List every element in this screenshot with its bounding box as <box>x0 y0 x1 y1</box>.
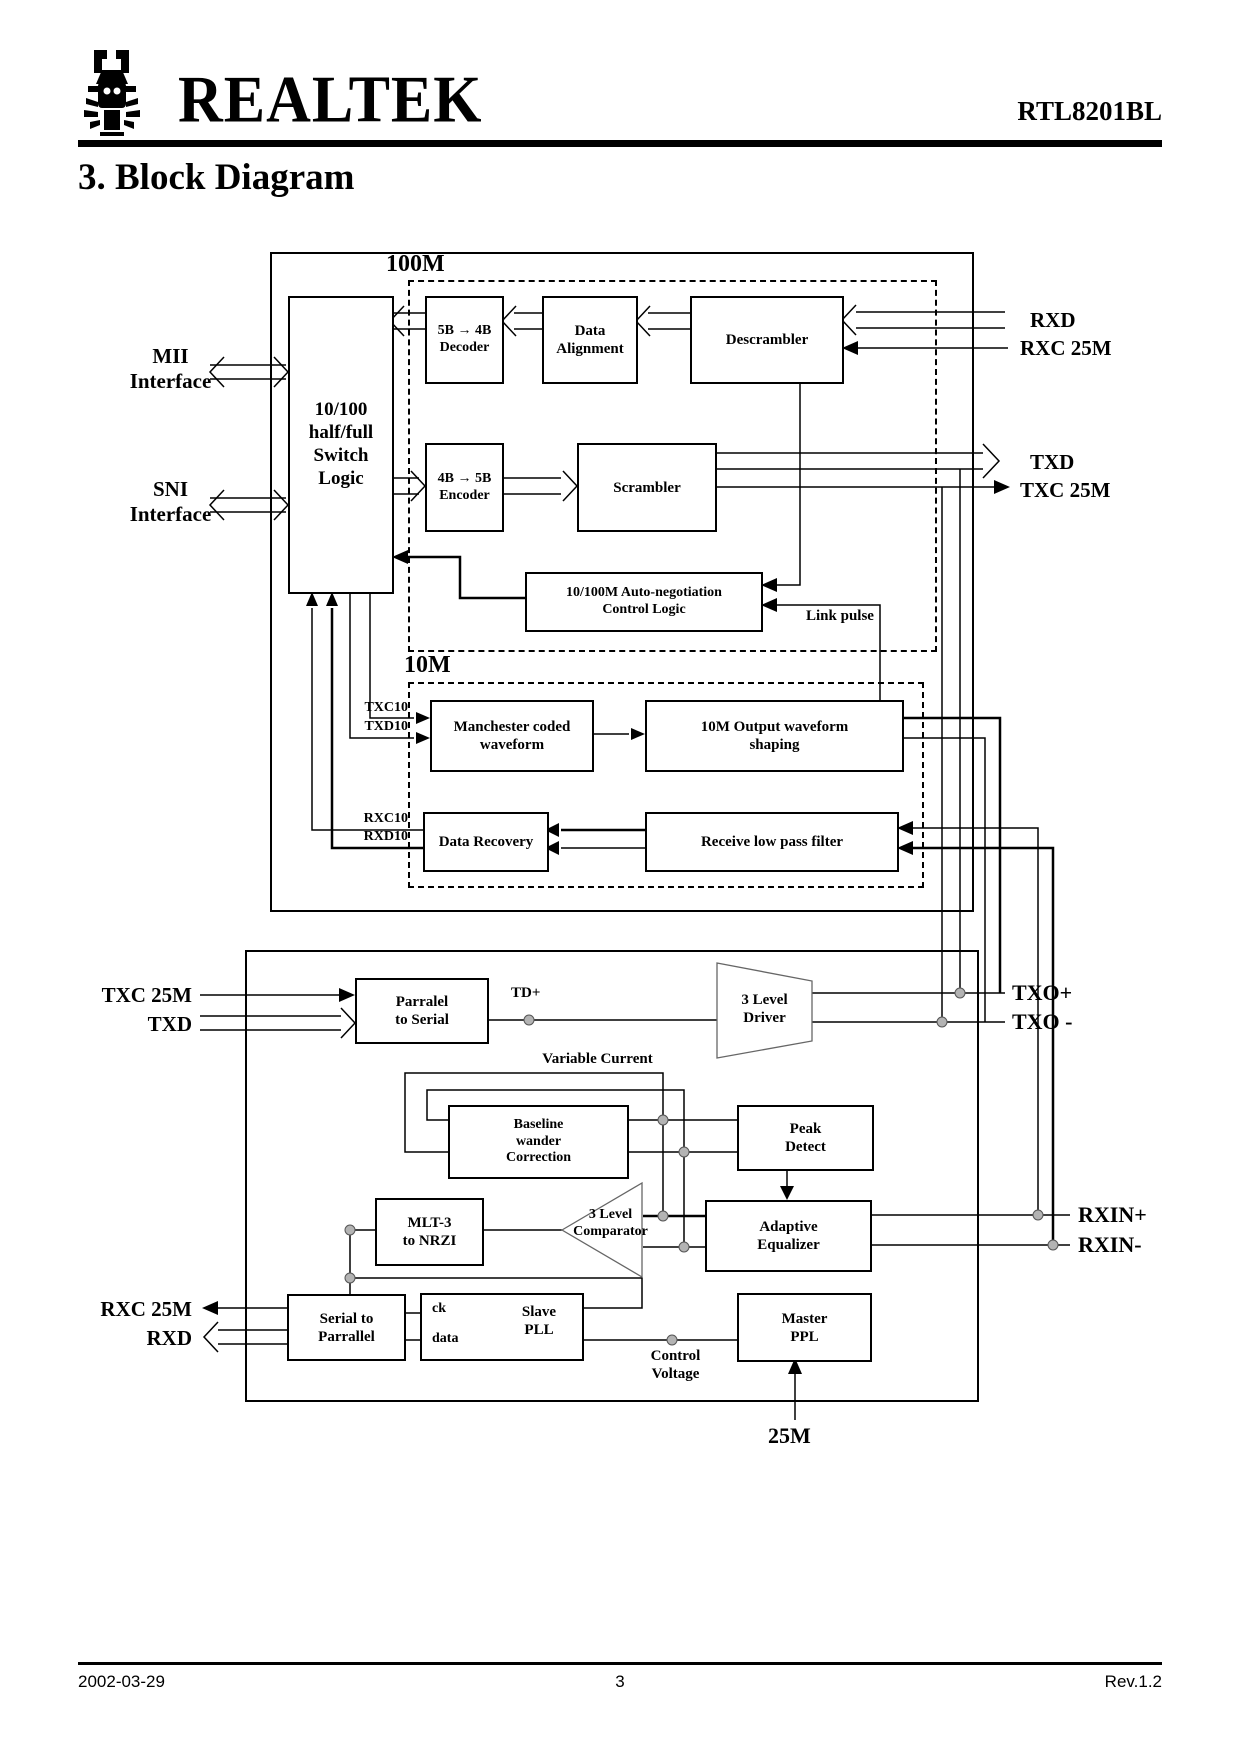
autoneg-wires <box>392 380 881 700</box>
label-rxd-out: RXD <box>146 1326 193 1350</box>
analog-section-box <box>245 950 979 1402</box>
label-rxc10: RXC10 <box>363 811 408 826</box>
comparator-triangle <box>560 1181 643 1279</box>
label-sni-interface: SNI Interface <box>129 477 212 526</box>
switch-logic-box: 10/100 half/full Switch Logic <box>288 296 394 594</box>
header-rule <box>78 140 1162 147</box>
label-control-voltage: Control Voltage <box>650 1348 701 1382</box>
label-rxd10: RXD10 <box>363 829 408 844</box>
label-txd-top: TXD <box>1030 450 1075 474</box>
baseline-wander-box: Baseline wander Correction <box>448 1105 629 1179</box>
footer-page-number: 3 <box>615 1672 625 1691</box>
label-3level-comparator: 3 Level Comparator <box>573 1207 648 1239</box>
label-txc25m-in: TXC 25M <box>101 983 192 1007</box>
label-rxc25m-out: RXC 25M <box>100 1297 192 1321</box>
label-rxc25m-top: RXC 25M <box>1020 336 1112 360</box>
label-slave-pll: Slave PLL <box>521 1304 557 1338</box>
label-txd10: TXD10 <box>364 719 408 734</box>
mlt3-box: MLT-3 to NRZI <box>375 1198 484 1266</box>
data-recovery-box: Data Recovery <box>423 812 549 872</box>
parallel-to-serial-box: Parralel to Serial <box>355 978 489 1044</box>
data-alignment-box: Data Alignment <box>542 296 638 384</box>
waveform-shaping-box: 10M Output waveform shaping <box>645 700 904 772</box>
label-txc10: TXC10 <box>364 700 408 715</box>
mii-sni-arrows <box>208 356 290 521</box>
driver-trapezoid <box>716 962 813 1059</box>
vertical-rails <box>897 469 1055 1245</box>
label-mii-interface: MII Interface <box>129 344 212 393</box>
encoder-box: 4B → 5B Encoder <box>425 443 504 532</box>
label-ck: ck <box>432 1301 446 1316</box>
label-txo-plus: TXO+ <box>1012 980 1073 1005</box>
product-number: RTL8201BL <box>1017 96 1162 126</box>
label-txd-in: TXD <box>147 1012 192 1036</box>
manchester-box: Manchester coded waveform <box>430 700 594 772</box>
label-txo-minus: TXO - <box>1012 1009 1073 1034</box>
footer-rule <box>78 1662 1162 1665</box>
label-3level-driver: 3 Level Driver <box>741 992 788 1026</box>
realtek-crab-logo-icon <box>84 50 140 136</box>
label-txc25m-top: TXC 25M <box>1020 478 1111 502</box>
label-variable-current: Variable Current <box>542 1051 653 1067</box>
wires-10m <box>306 590 645 855</box>
junction-dots <box>344 987 1059 1346</box>
label-10m: 10M <box>404 652 451 678</box>
peak-detect-box: Peak Detect <box>737 1105 874 1171</box>
master-ppl-box: Master PPL <box>737 1293 872 1362</box>
scrambler-box: Scrambler <box>577 443 717 532</box>
descrambler-box: Descrambler <box>690 296 844 384</box>
label-25m: 25M <box>768 1423 811 1448</box>
page-title: 3. Block Diagram <box>78 157 355 198</box>
slave-pll-box: ck data Slave PLL <box>420 1293 584 1361</box>
brand-wordmark: REALTEK <box>178 63 483 137</box>
dashed-100m-box <box>408 280 937 652</box>
footer-date: 2002-03-29 <box>78 1672 165 1691</box>
label-link-pulse: Link pulse <box>806 608 874 624</box>
decoder-box: 5B → 4B Decoder <box>425 296 504 384</box>
label-rxin-minus: RXIN- <box>1078 1232 1142 1257</box>
digital-section-box <box>270 252 974 912</box>
label-data: data <box>432 1331 459 1346</box>
label-100m: 100M <box>386 251 445 277</box>
label-td-plus: TD+ <box>511 985 541 1001</box>
label-rxd-top: RXD <box>1030 308 1076 332</box>
adaptive-equalizer-box: Adaptive Equalizer <box>705 1200 872 1272</box>
label-rxin-plus: RXIN+ <box>1078 1202 1147 1227</box>
footer-revision: Rev.1.2 <box>1104 1672 1162 1691</box>
dashed-10m-box <box>408 682 924 888</box>
autoneg-box: 10/100M Auto-negotiation Control Logic <box>525 572 763 632</box>
rx-filter-box: Receive low pass filter <box>645 812 899 872</box>
tx-100m-path <box>390 443 1010 502</box>
serial-to-parallel-box: Serial to Parrallel <box>287 1294 406 1361</box>
